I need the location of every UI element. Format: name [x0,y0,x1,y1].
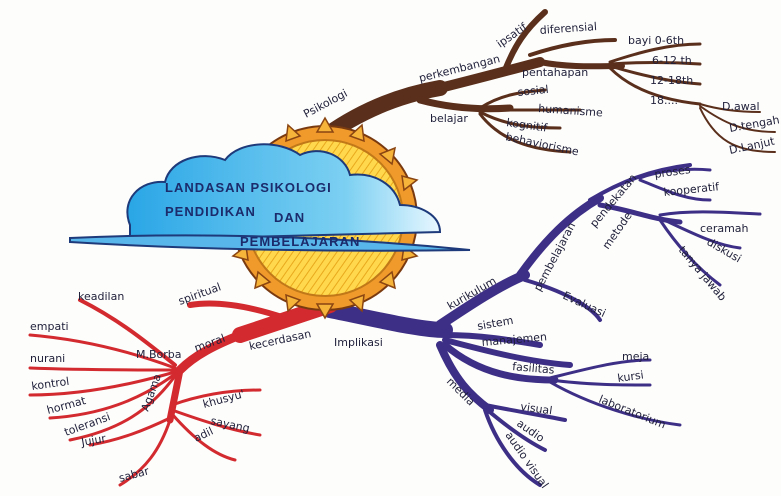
implikasi-branch [322,163,762,487]
method-1: ceramah [700,222,749,235]
moral-3: nurani [30,352,65,365]
facility-3: laboratorium [597,393,668,432]
title-line-2: PENDIDIKAN [165,204,256,219]
adult-1: D.awal [722,100,760,113]
religion-2: sayang [209,414,251,435]
facility-1: meja [622,350,649,363]
method-2: diskusi [705,235,744,265]
label-manajemen: manajemen [481,330,547,349]
approach-2: kooperatif [663,180,721,199]
title-line-3: DAN [274,210,305,225]
religion-5: sabar [117,464,150,485]
stage-1: bayi 0-6th [628,34,684,47]
label-pentahapan: pentahapan [522,66,588,79]
label-diferensial: diferensial [539,20,597,37]
learning-4: behaviorisme [504,130,580,158]
learning-1: sosial [517,83,549,99]
moral-2: empati [30,320,69,333]
stage-4: 18.... [650,94,678,107]
stage-2: 6-12 th [652,54,692,67]
cloud-illustration [69,143,471,252]
religion-4: Jujur [79,432,107,449]
facility-2: kursi [617,368,645,385]
stage-3: 12-18th [650,74,693,87]
approach-1: proses [654,163,692,181]
label-fasilitas: fasilitas [512,360,556,377]
kecerdasan-branch [28,297,338,487]
media-1: visual [520,400,554,417]
label-implikasi: Implikasi [334,336,383,349]
label-sistem: sistem [476,314,514,333]
title-line-4: PEMBELAJARAN [240,234,360,249]
label-belajar: belajar [430,112,468,125]
label-evaluasi: Evaluasi [561,289,608,320]
psikologi-branch [312,9,776,154]
moral-1: keadilan [78,290,124,303]
learning-2: humanisme [538,102,604,119]
title-line-1: LANDASAN PSIKOLOGI [165,180,332,195]
religion-3: adil [192,425,215,445]
adult-3: D.Lanjut [728,134,777,156]
label-mborba: M.Borba [136,348,182,361]
moral-4: kontrol [31,375,71,393]
learning-3: kognitif [506,116,549,135]
religion-1: khusyu' [201,387,245,411]
